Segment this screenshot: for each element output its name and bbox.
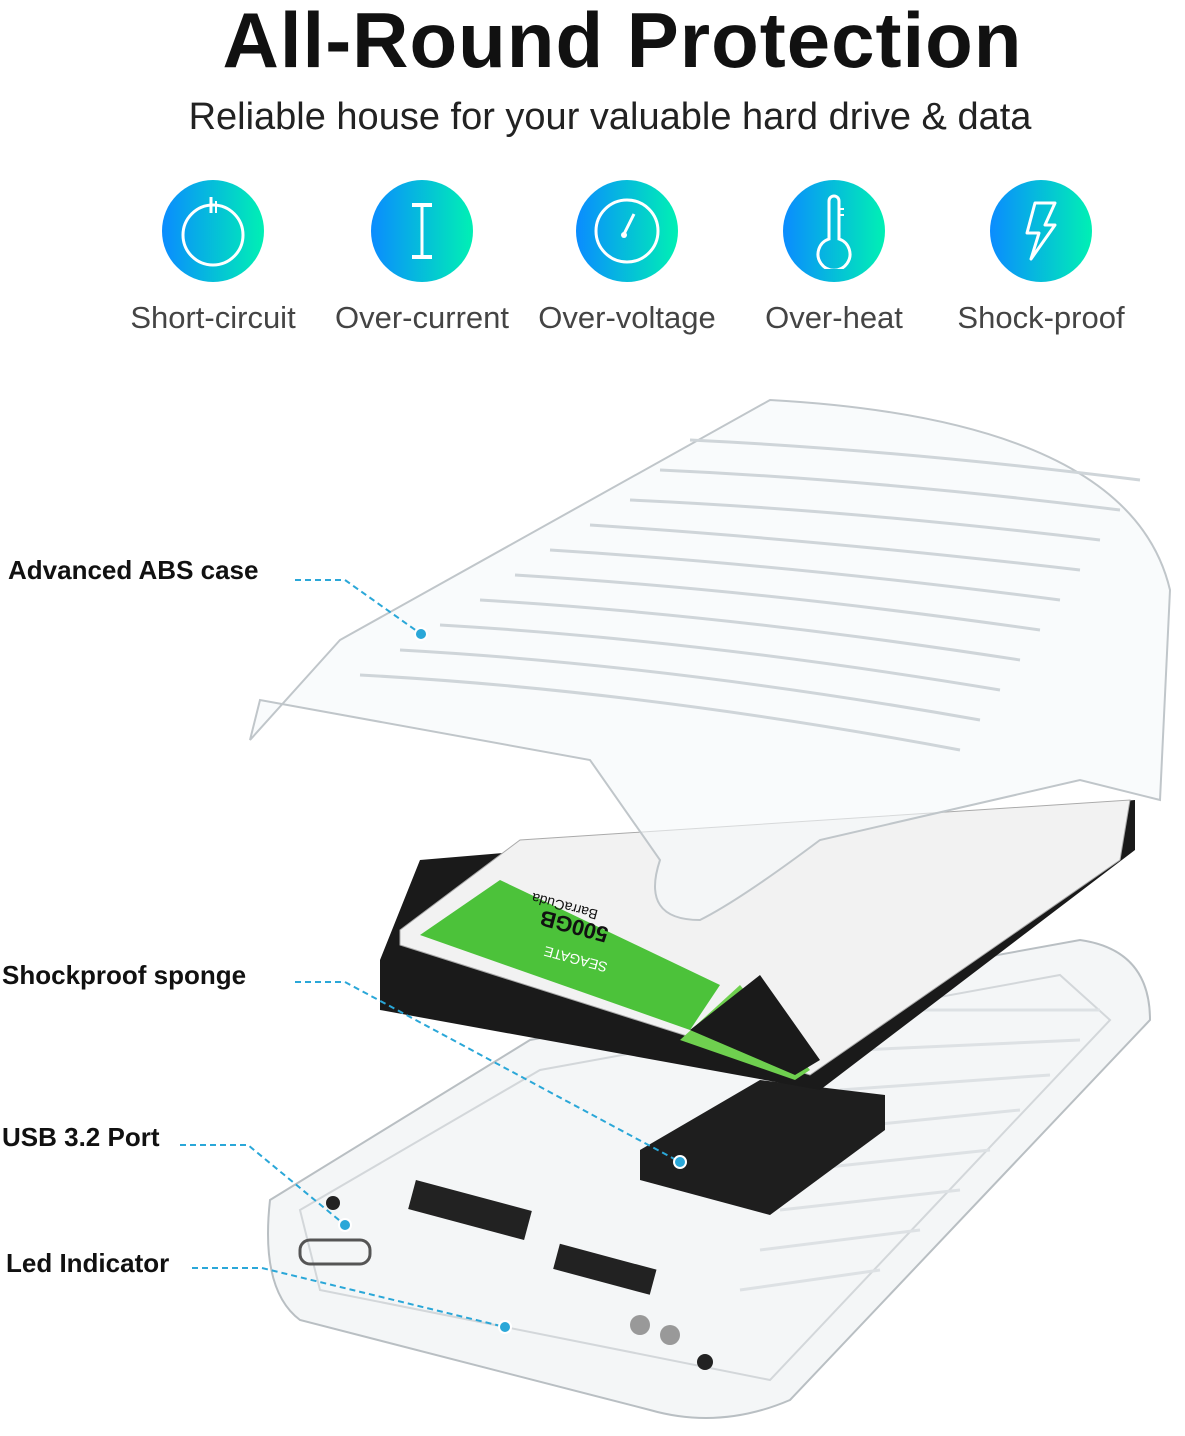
feature-over-voltage: Over-voltage [527,180,727,336]
feature-short-circuit: Short-circuit [113,180,313,336]
leader-sponge [295,981,681,1163]
callout-dot [414,627,428,641]
lightning-icon [990,180,1092,282]
callout-abs-case: Advanced ABS case [8,555,259,585]
leader-abs-case [295,579,422,635]
feature-label: Over-current [335,300,509,335]
feature-label: Shock-proof [957,300,1125,335]
power-icon [162,180,264,282]
feature-label: Over-voltage [538,300,716,335]
callout-usb-port: USB 3.2 Port [2,1122,160,1152]
leader-led [192,1267,506,1328]
feature-over-heat: Over-heat [734,180,934,336]
hard-drive: 500GB SEAGATE BarraCuda [380,799,1135,1090]
callout-dot [498,1320,512,1334]
feature-over-current: Over-current [322,180,522,336]
callout-dot [673,1155,687,1169]
callout-led: Led Indicator [6,1248,170,1278]
feature-label: Short-circuit [130,300,296,335]
callout-sponge: Shockproof sponge [2,960,247,990]
page-title: All-Round Protection [222,0,1023,84]
leader-usb [180,1144,346,1226]
feature-shock-proof: Shock-proof [941,180,1141,336]
thermometer-icon [783,180,885,282]
page-subtitle: Reliable house for your valuable hard dr… [188,96,1032,138]
callout-dot [338,1218,352,1232]
sponge [640,1080,885,1215]
current-icon [371,180,473,282]
top-case [249,398,1172,922]
feature-label: Over-heat [765,300,903,335]
gauge-icon [576,180,678,282]
usb-c-port [298,1238,372,1266]
